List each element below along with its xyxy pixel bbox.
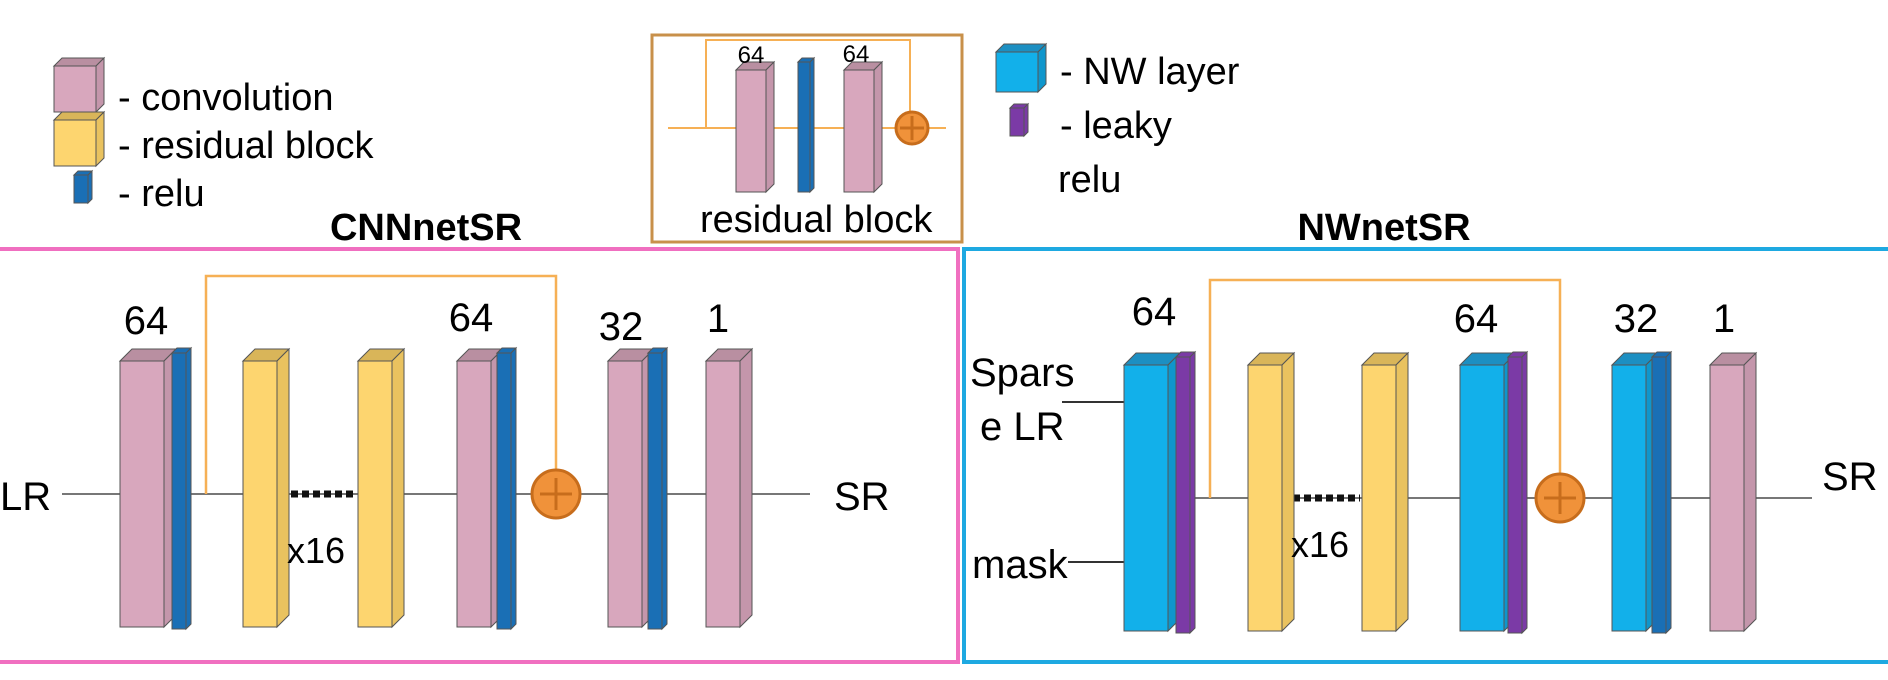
inset-adder-icon: [894, 110, 930, 146]
cnn-conv2-block: [455, 347, 505, 629]
cnn-conv3-channels: 32: [599, 305, 644, 349]
legend-right: - NW layer - leaky relu: [994, 42, 1240, 201]
cnn-conv3-block: [606, 347, 656, 629]
nw-layer1-channels: 64: [1132, 290, 1177, 334]
cnn-input-label: LR: [0, 475, 51, 519]
cnn-conv4-channels: 1: [707, 297, 729, 341]
legend-leaky-relu-label-line1: - leaky: [1060, 105, 1172, 147]
nw-net-frame: [962, 247, 1888, 664]
cnn-relu2-block: [495, 346, 518, 631]
nw-sparse-input-label-line2: e LR: [980, 405, 1065, 449]
nw-relu-block: [1650, 350, 1673, 635]
cnn-relu3-block: [646, 346, 669, 631]
nw-sparse-input-label-line1: Spars: [970, 351, 1075, 395]
residual-block-frame: [650, 33, 964, 244]
legend-leaky-relu-label-line2: relu: [1058, 159, 1121, 201]
cnn-conv1-block: [118, 347, 178, 629]
inset-conv2-block: [842, 60, 884, 194]
legend-nw-layer-icon: [994, 42, 1048, 94]
nw-leaky-relu1-block: [1174, 350, 1197, 635]
cnn-net: CNNnetSR LR SR x16 64 64 32 1: [0, 207, 960, 664]
nw-leaky-relu2-block: [1506, 350, 1529, 635]
nw-mask-input-label: mask: [972, 543, 1069, 587]
inset-relu-block: [796, 56, 816, 194]
cnn-residual-block-last: [356, 347, 406, 629]
cnn-relu1-block: [170, 346, 193, 631]
nw-net: NWnetSR Spars e LR mask SR x16 64 64 32 …: [962, 207, 1888, 664]
nw-adder-icon: [1534, 472, 1586, 524]
cnn-residual-block-first: [241, 347, 291, 629]
legend-convolution-label: - convolution: [118, 77, 333, 119]
cnn-conv4-block: [704, 347, 754, 629]
inset-conv1-block: [734, 60, 776, 194]
nw-output-label: SR: [1822, 455, 1878, 499]
cnn-conv1-channels: 64: [124, 299, 169, 343]
legend-left: - convolution - residual block - relu: [52, 56, 375, 215]
legend-convolution-icon: [52, 56, 106, 114]
legend-residual-block-label: - residual block: [118, 125, 375, 167]
nw-conv-channels: 1: [1713, 297, 1735, 341]
nw-conv-block: [1708, 351, 1758, 633]
nw-skip-connection: [1208, 278, 1562, 498]
inset-skip-connection: [705, 39, 911, 128]
cnn-adder-icon: [530, 468, 582, 520]
inset-conv1-channels: 64: [738, 42, 765, 69]
legend-nw-layer-label: - NW layer: [1060, 51, 1240, 93]
residual-block-caption: residual block: [700, 199, 933, 241]
legend-residual-block-icon: [52, 110, 106, 168]
nw-repeat-label: x16: [1291, 524, 1349, 565]
cnn-skip-connection: [204, 274, 558, 494]
legend-relu-icon: [72, 169, 94, 205]
nw-layer2-channels: 64: [1454, 297, 1499, 341]
nw-layer3-block: [1610, 351, 1660, 633]
cnn-repeat-label: x16: [287, 530, 345, 571]
cnn-conv2-channels: 64: [449, 296, 494, 340]
legend-relu-label: - relu: [118, 173, 205, 215]
cnn-output-label: SR: [834, 475, 890, 519]
nw-residual-block-first: [1246, 351, 1296, 633]
nw-net-title: NWnetSR: [1297, 207, 1470, 249]
cnn-net-frame: [0, 247, 960, 664]
inset-conv2-channels: 64: [843, 41, 870, 68]
nw-layer3-channels: 32: [1614, 297, 1659, 341]
cnn-net-title: CNNnetSR: [330, 207, 522, 249]
residual-block-inset: 64 64 residual block: [650, 33, 964, 244]
nw-layer1-block: [1122, 351, 1182, 633]
nw-residual-block-last: [1360, 351, 1410, 633]
legend-leaky-relu-icon: [1008, 102, 1030, 138]
